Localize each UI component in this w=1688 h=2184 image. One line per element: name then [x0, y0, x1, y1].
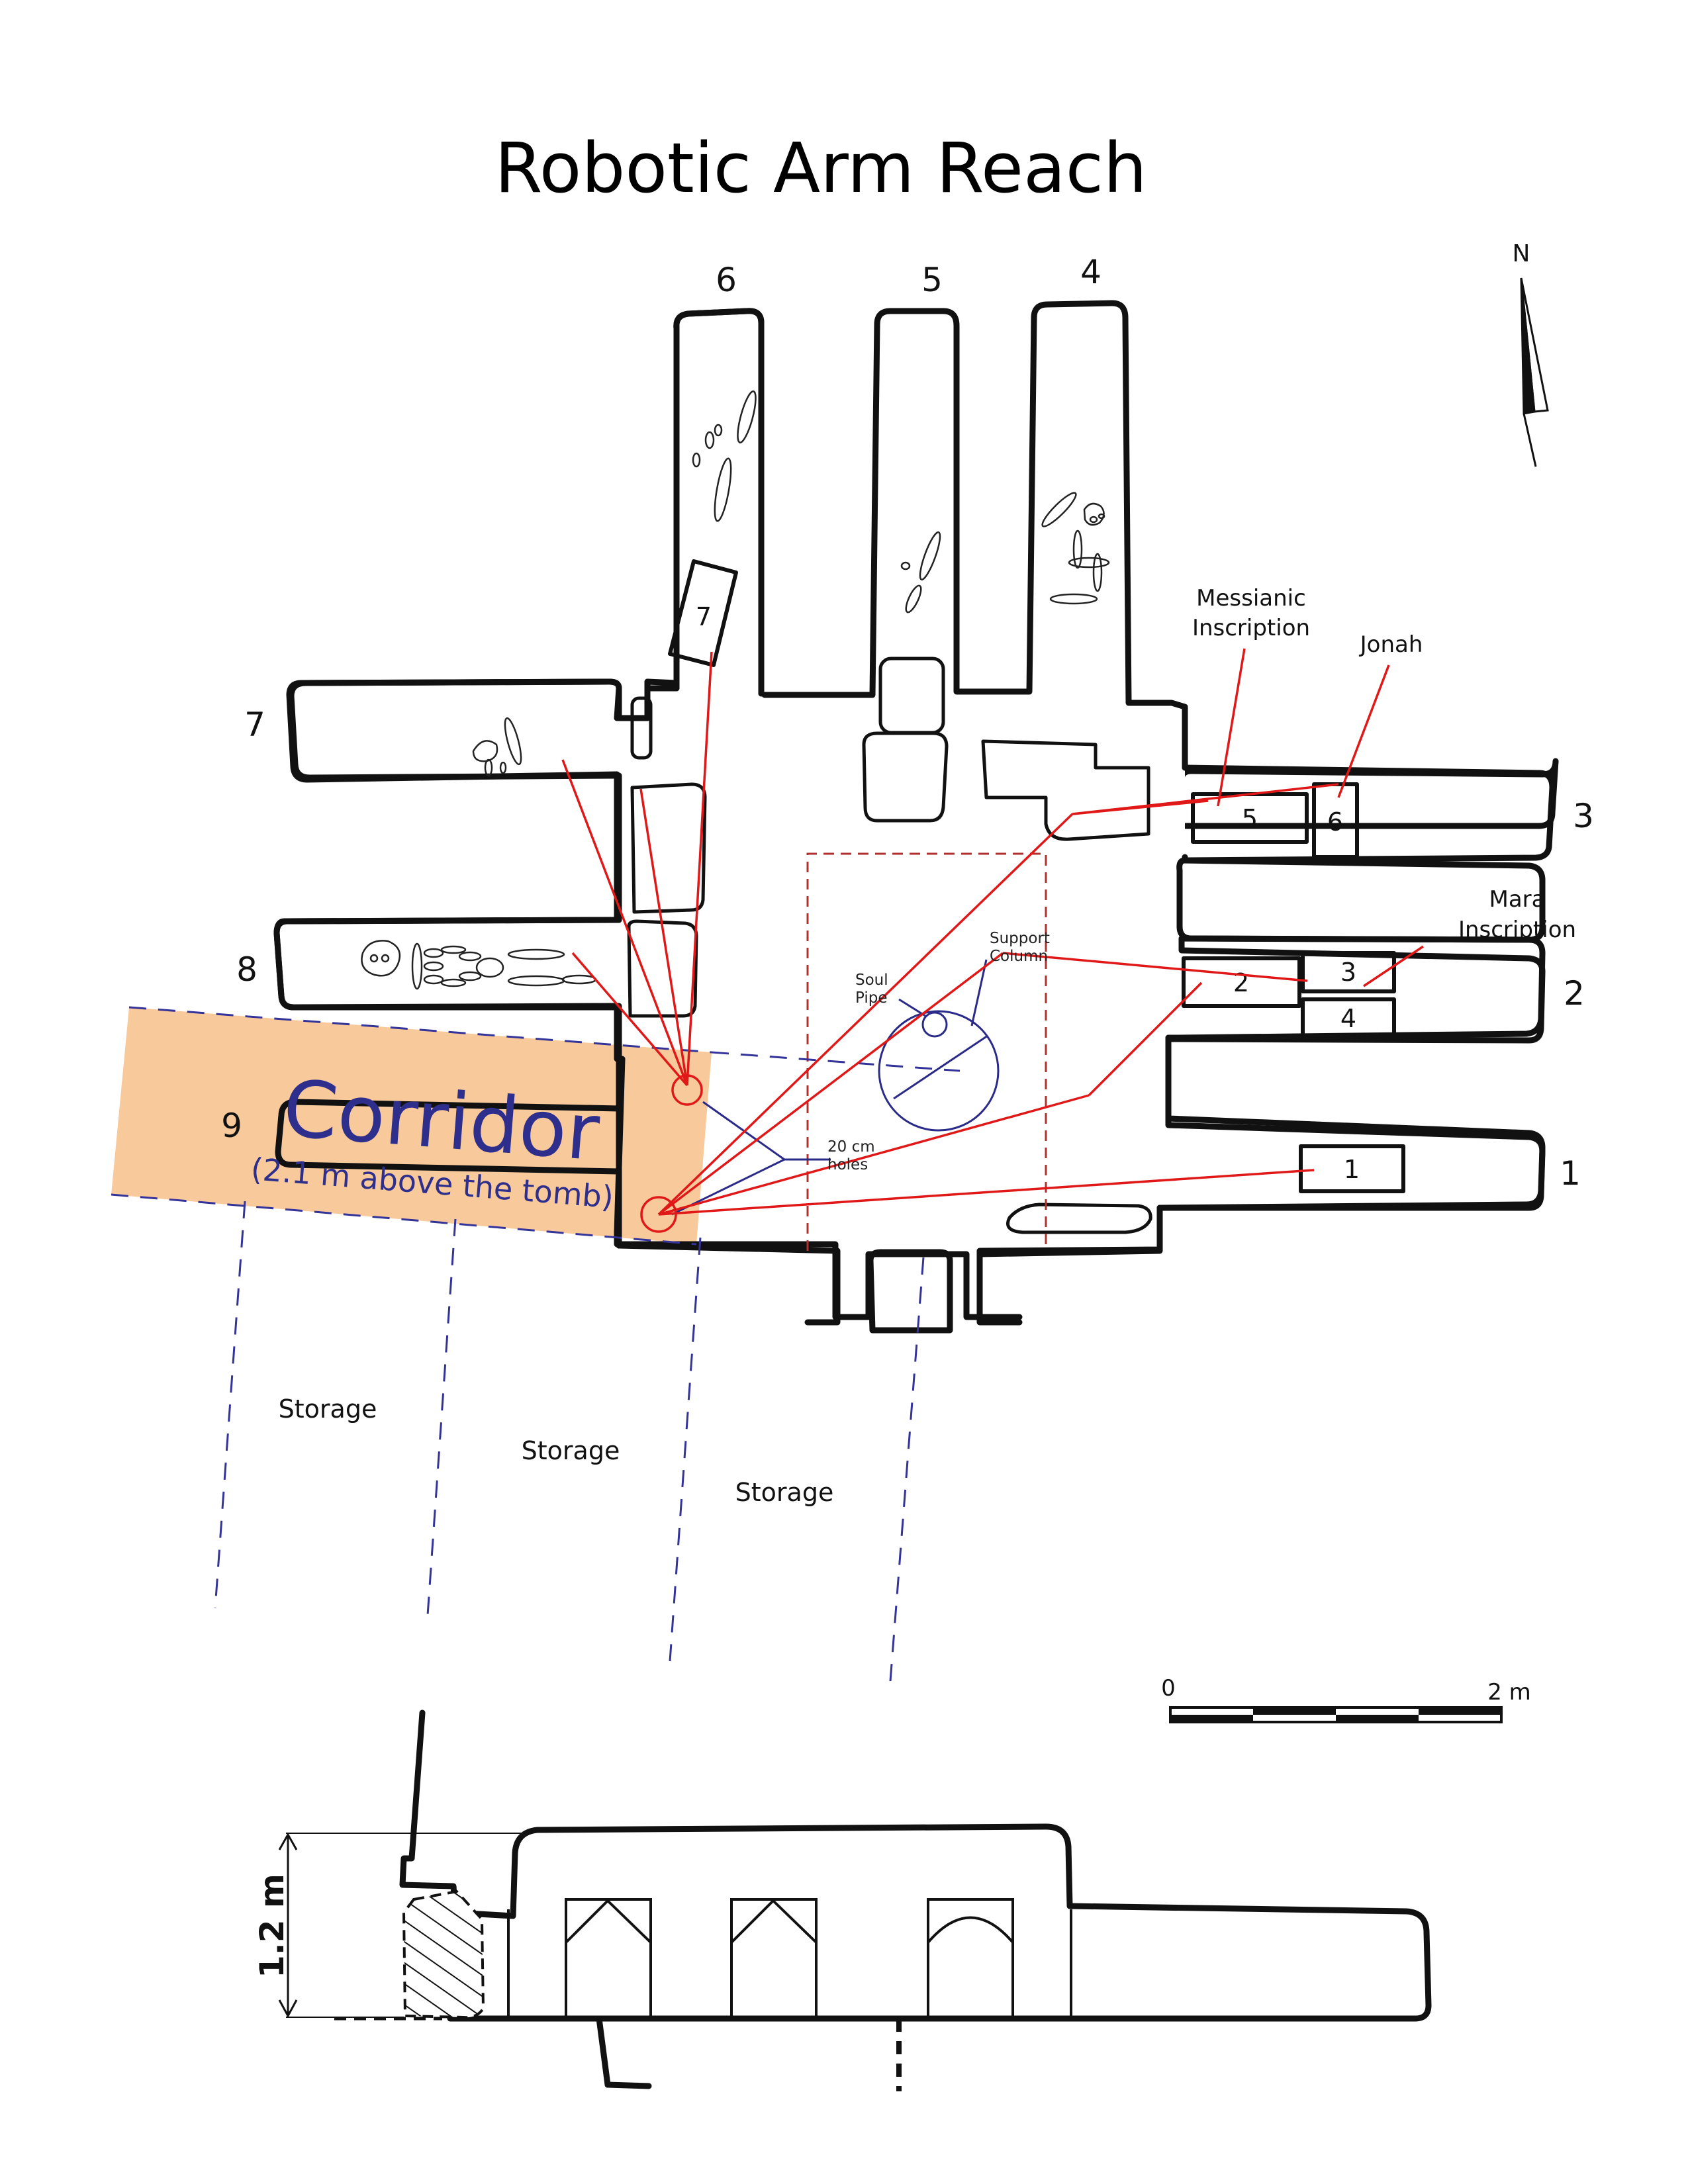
corridor-highlight [111, 1007, 712, 1244]
storage-label-2: Storage [522, 1436, 620, 1465]
section-view: 1.2 m [253, 1709, 1432, 2091]
chamber-8-outline [273, 917, 622, 1062]
bones-chamber-4 [1041, 492, 1110, 605]
bones-chamber-7 [472, 717, 522, 777]
loculus-5: 5 [1191, 792, 1309, 844]
chamber-8-number: 8 [236, 950, 258, 989]
chamber-4-number: 4 [1080, 253, 1102, 291]
south-entrance [976, 1228, 1163, 1326]
section-height-label: 1.2 m [253, 1874, 291, 1978]
support-column-circle [878, 1010, 1000, 1132]
reach-hole-south [640, 1196, 677, 1233]
box-4-label: 4 [1340, 1004, 1356, 1033]
chamber-5-number: 5 [921, 261, 943, 299]
stone-chamber-5-lower [862, 731, 949, 823]
messianic-label-line2: Inscription [1192, 615, 1310, 641]
soul-pipe-label-line1: Soul [855, 972, 888, 989]
chamber-9-outline [275, 1099, 622, 1175]
loculus-4: 4 [1301, 997, 1396, 1040]
soul-pipe-leader [898, 998, 926, 1017]
bones-chamber-5 [900, 531, 941, 614]
box-3-label: 3 [1340, 958, 1356, 987]
storage-divider-3 [669, 1237, 702, 1662]
corridor-extension [711, 1051, 961, 1072]
storage-divider-1 [214, 1201, 246, 1609]
loculus-3: 3 [1301, 951, 1396, 993]
reach-lines [561, 648, 1424, 1216]
chamber-1-number: 1 [1560, 1154, 1581, 1193]
loculus-1: 1 [1299, 1144, 1405, 1193]
box-2-label: 2 [1233, 968, 1249, 997]
mara-label-line2: Inscription [1458, 917, 1576, 943]
column-diameter-line [893, 1034, 988, 1100]
storage-divider-2 [426, 1218, 457, 1625]
storage-label-1: Storage [279, 1394, 377, 1424]
north-letter: N [1513, 240, 1530, 267]
chamber-3-number: 3 [1573, 797, 1594, 835]
bones-chamber-8 [361, 940, 597, 990]
loculus-6: 6 [1312, 782, 1359, 859]
chamber-2-outline [1165, 857, 1546, 1041]
box-1-label: 1 [1344, 1155, 1360, 1184]
stone-chamber-4 [981, 739, 1150, 841]
holes-label-line1: 20 cm [827, 1138, 875, 1156]
corridor-edge-north [128, 1006, 712, 1054]
scale-end-label: 2 m [1487, 1679, 1531, 1706]
east-wall [673, 308, 765, 697]
box-5-label: 5 [1242, 804, 1258, 833]
support-column-leader [970, 959, 988, 1026]
holes-label-line2: holes [827, 1156, 868, 1173]
support-column-label-line1: Support [990, 930, 1050, 947]
corridor-edge-south [111, 1193, 697, 1246]
loculus-7: 7 [668, 559, 738, 667]
reach-zone-outline [806, 852, 1047, 1251]
chamber-2-number: 2 [1564, 974, 1585, 1013]
page-title: Robotic Arm Reach [494, 128, 1147, 208]
entrance-blocking-stone [867, 1249, 953, 1334]
stone-small-west [630, 696, 653, 760]
box-7-label: 7 [696, 602, 712, 631]
stone-chamber-1 [1006, 1203, 1152, 1234]
bones-chamber-6 [692, 390, 757, 522]
chamber-6-step [616, 685, 680, 721]
stone-chamber-7 [630, 782, 707, 914]
north-arrow-icon: N [1513, 240, 1549, 467]
chamber-9-number: 9 [221, 1107, 242, 1145]
chamber-7-outline [288, 678, 622, 781]
storage-label-3: Storage [735, 1478, 834, 1507]
scale-bar: 0 2 m [1161, 1675, 1531, 1723]
mara-label-line1: Mara [1489, 886, 1546, 913]
chamber-6-number: 6 [716, 261, 737, 299]
loculus-2: 2 [1182, 956, 1301, 1008]
chamber-3-outline [1182, 764, 1556, 864]
chamber-1-outline [1156, 1034, 1546, 1234]
soul-pipe-label-line2: Pipe [855, 989, 888, 1007]
storage-divider-4 [889, 1257, 925, 1682]
north-wall-chambers-5-4 [761, 300, 1188, 771]
soul-pipe-circle [921, 1011, 948, 1038]
jonah-label: Jonah [1359, 631, 1423, 658]
scale-start-label: 0 [1161, 1675, 1176, 1702]
chamber-7-number: 7 [244, 705, 265, 744]
messianic-label-line1: Messianic [1196, 585, 1306, 612]
support-column-label-line2: Column [990, 948, 1048, 965]
box-6-label: 6 [1327, 807, 1343, 837]
